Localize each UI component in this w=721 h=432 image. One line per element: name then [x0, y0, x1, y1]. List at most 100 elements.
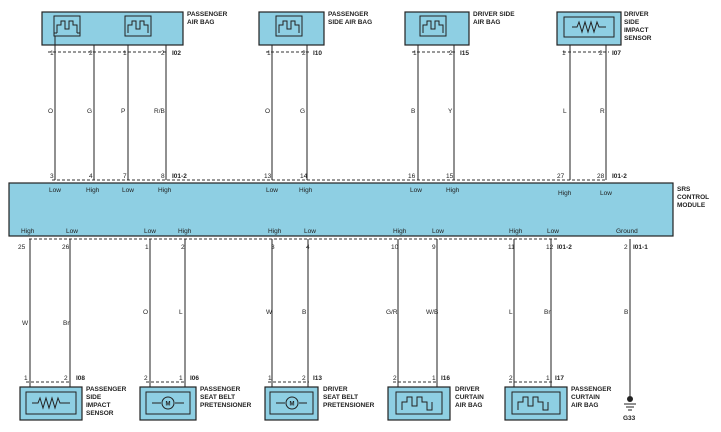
svg-text:11: 11 — [508, 244, 515, 251]
connector-I10: I10 — [313, 50, 322, 57]
connector-I16: I16 — [441, 375, 450, 382]
svg-text:High: High — [393, 228, 407, 235]
srs-control-module — [8, 182, 674, 237]
svg-text:DRIVER: DRIVER — [455, 386, 480, 393]
svg-text:SEAT BELT: SEAT BELT — [200, 394, 235, 401]
svg-text:25: 25 — [18, 244, 26, 251]
wire-color-R-B: R/B — [154, 108, 165, 115]
svg-text:15: 15 — [446, 173, 454, 180]
module-label-3: MODULE — [677, 202, 706, 209]
svg-text:Low: Low — [304, 228, 316, 235]
svg-text:I01-2: I01-2 — [612, 173, 627, 180]
connector-I08: I08 — [76, 375, 85, 382]
driver-side-impact-sensor: DRIVER SIDE IMPACT SENSOR — [556, 11, 652, 46]
svg-text:Low: Low — [266, 187, 278, 194]
svg-text:2: 2 — [599, 50, 603, 57]
motor-icon: M — [290, 402, 295, 408]
svg-text:9: 9 — [432, 244, 436, 251]
svg-text:W: W — [266, 309, 273, 316]
svg-text:12: 12 — [546, 244, 554, 251]
svg-text:B: B — [624, 309, 628, 316]
svg-text:27: 27 — [557, 173, 565, 180]
connector-I17: I17 — [555, 375, 564, 382]
svg-text:2: 2 — [64, 375, 68, 382]
svg-text:L: L — [563, 108, 567, 115]
svg-text:4: 4 — [89, 173, 93, 180]
driver-side-air-bag-label-1: DRIVER SIDE — [473, 11, 515, 18]
svg-text:Y: Y — [448, 108, 453, 115]
svg-text:Low: Low — [432, 228, 444, 235]
driver-side-air-bag-label-2: AIR BAG — [473, 19, 500, 26]
connector-I13: I13 — [313, 375, 322, 382]
svg-text:7: 7 — [123, 173, 127, 180]
svg-text:14: 14 — [300, 173, 308, 180]
svg-text:28: 28 — [597, 173, 605, 180]
svg-text:DRIVER: DRIVER — [323, 386, 348, 393]
svg-text:High: High — [178, 228, 192, 235]
svg-text:SENSOR: SENSOR — [86, 410, 114, 417]
svg-text:B: B — [302, 309, 306, 316]
svg-text:SENSOR: SENSOR — [624, 35, 652, 42]
svg-text:1: 1 — [179, 375, 183, 382]
ground-G33: G33 — [623, 415, 636, 422]
connector-I06: I06 — [190, 375, 199, 382]
svg-text:SIDE: SIDE — [624, 19, 640, 26]
svg-text:Br: Br — [63, 320, 70, 327]
svg-text:AIR BAG: AIR BAG — [571, 402, 598, 409]
svg-text:CURTAIN: CURTAIN — [455, 394, 484, 401]
svg-text:3: 3 — [50, 173, 54, 180]
svg-text:PASSENGER: PASSENGER — [571, 386, 612, 393]
driver-side-air-bag: DRIVER SIDE AIR BAG — [404, 11, 515, 46]
svg-text:Low: Low — [547, 228, 559, 235]
svg-text:Low: Low — [66, 228, 78, 235]
svg-text:PASSENGER: PASSENGER — [86, 386, 127, 393]
svg-text:IMPACT: IMPACT — [86, 402, 110, 409]
svg-text:Low: Low — [410, 187, 422, 194]
svg-text:3: 3 — [271, 244, 275, 251]
connector-I01-2-top: I01-2 — [172, 173, 187, 180]
svg-text:SIDE: SIDE — [86, 394, 102, 401]
passenger-side-air-bag-label-2: SIDE AIR BAG — [328, 19, 372, 26]
passenger-seat-belt-pretensioner: M PASSENGER SEAT BELT PRETENSIONER — [139, 386, 252, 421]
svg-text:2: 2 — [181, 244, 185, 251]
svg-text:2: 2 — [509, 375, 513, 382]
passenger-side-air-bag: PASSENGER SIDE AIR BAG — [258, 11, 372, 46]
connector-I01-2-bottom: I01-2 — [557, 244, 572, 251]
motor-icon: M — [166, 402, 171, 408]
svg-text:2: 2 — [89, 50, 93, 57]
svg-text:High: High — [509, 228, 523, 235]
connector-I15: I15 — [460, 50, 469, 57]
ground-signal: Ground — [616, 228, 638, 235]
svg-text:1: 1 — [432, 375, 436, 382]
svg-text:AIR BAG: AIR BAG — [455, 402, 482, 409]
svg-text:1: 1 — [24, 375, 28, 382]
svg-text:16: 16 — [408, 173, 416, 180]
driver-curtain-air-bag: DRIVER CURTAIN AIR BAG — [387, 386, 484, 421]
svg-text:High: High — [558, 190, 572, 197]
svg-text:1: 1 — [268, 375, 272, 382]
svg-text:26: 26 — [62, 244, 70, 251]
svg-text:B: B — [411, 108, 415, 115]
svg-text:High: High — [268, 228, 282, 235]
svg-text:1: 1 — [267, 50, 271, 57]
svg-text:2: 2 — [302, 50, 306, 57]
svg-text:IMPACT: IMPACT — [624, 27, 648, 34]
svg-text:PRETENSIONER: PRETENSIONER — [323, 402, 375, 409]
passenger-curtain-air-bag: PASSENGER CURTAIN AIR BAG — [504, 386, 612, 421]
svg-text:G: G — [300, 108, 305, 115]
svg-text:CURTAIN: CURTAIN — [571, 394, 600, 401]
svg-text:1: 1 — [50, 50, 54, 57]
connector-I07: I07 — [612, 50, 621, 57]
svg-text:2: 2 — [144, 375, 148, 382]
svg-text:PASSENGER: PASSENGER — [200, 386, 241, 393]
svg-text:W/B: W/B — [426, 309, 438, 316]
svg-text:1: 1 — [413, 50, 417, 57]
connector-I01-1: I01-1 — [633, 244, 648, 251]
svg-text:Low: Low — [122, 187, 134, 194]
passenger-air-bag-label-1: PASSENGER — [187, 11, 228, 18]
svg-text:G/R: G/R — [386, 309, 398, 316]
svg-text:SEAT BELT: SEAT BELT — [323, 394, 358, 401]
svg-text:1: 1 — [123, 50, 127, 57]
svg-text:2: 2 — [624, 244, 628, 251]
